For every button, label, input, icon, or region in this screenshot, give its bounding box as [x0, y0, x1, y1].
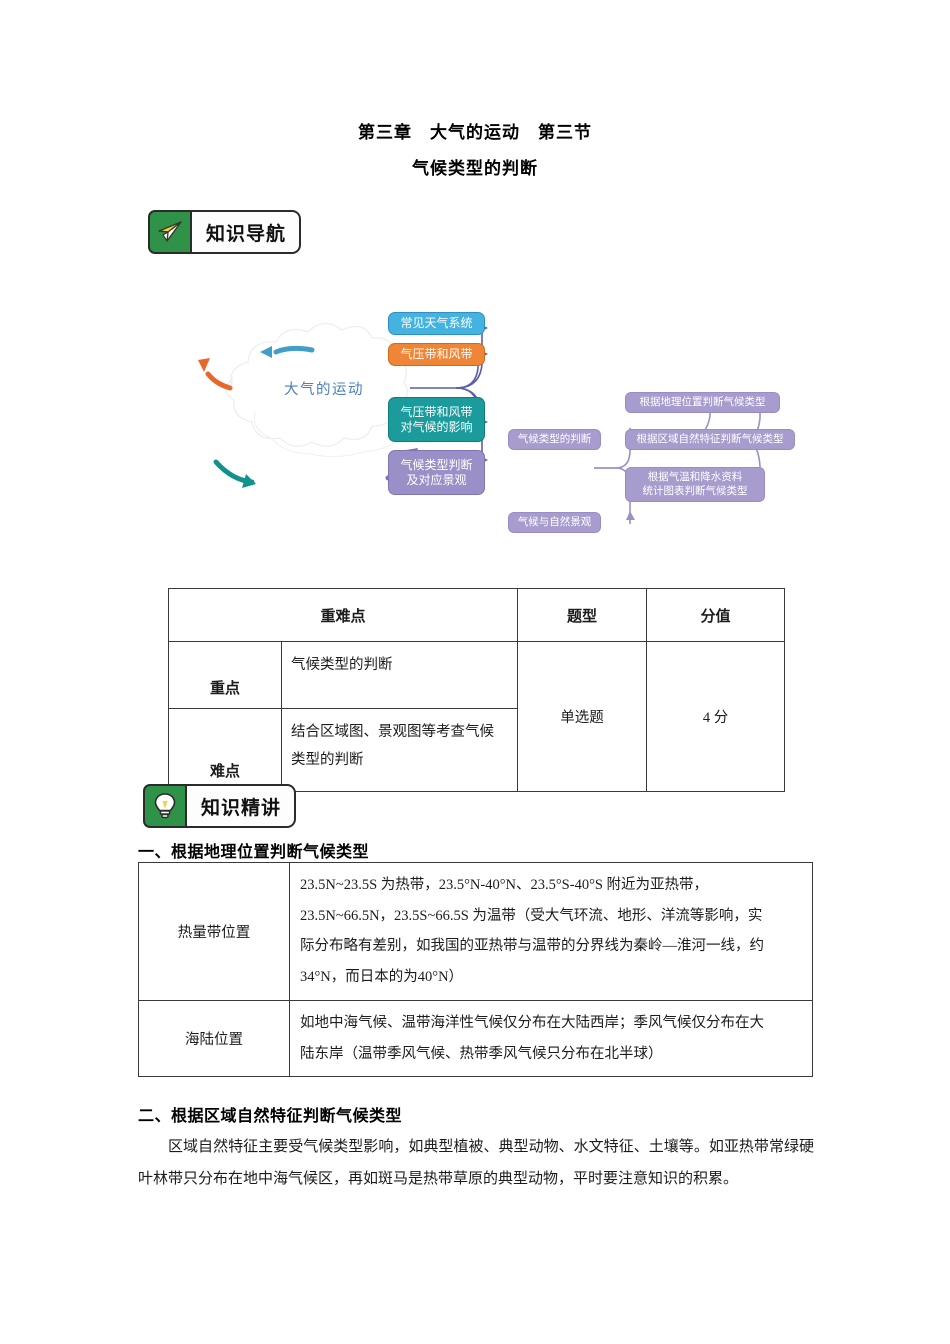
table-row: 重点 气候类型的判断 单选题 4 分: [168, 641, 785, 792]
title-line-1: 第三章 大气的运动 第三节: [358, 123, 592, 143]
cell-land-sea-position-content: 如地中海气候、温带海洋性气候仅分布在大陆西岸；季风气候仅分布在大 陆东岸（温带季…: [289, 999, 813, 1078]
lightbulb-icon: [143, 784, 187, 828]
mindmap-node-climate-and-nature-landscape: 气候与自然景观: [508, 512, 601, 533]
mindmap-node-judge-by-temperature-precipitation-charts: 根据气温和降水资料 统计图表判断气候类型: [625, 467, 765, 502]
row-label-difficult-point: 难点: [168, 708, 282, 792]
mindmap-node-pressure-wind-belts: 气压带和风带: [388, 343, 485, 366]
overview-table: 重难点 题型 分值 重点 气候类型的判断 单选题 4 分 难点 结合区域图、景观…: [168, 588, 785, 792]
mindmap-node-climate-type-judgement-landscape: 气候类型判断 及对应景观: [388, 450, 485, 495]
paper-plane-icon: [148, 210, 192, 254]
cell-score: 4 分: [646, 641, 785, 792]
cell-difficult-point-content: 结合区域图、景观图等考查气候类型的判断: [281, 708, 518, 792]
header-score: 分值: [646, 588, 785, 642]
mindmap-node-judge-by-regional-features: 根据区域自然特征判断气候类型: [625, 429, 795, 450]
badge-nav-label: 知识导航: [192, 210, 302, 254]
header-question-type: 题型: [517, 588, 647, 642]
badge-knowledge-lecture: 知识精讲: [143, 784, 297, 828]
cell-key-point-content: 气候类型的判断: [281, 641, 518, 709]
mindmap-node-pressure-wind-climate-effect: 气压带和风带 对气候的影响: [388, 397, 485, 442]
title-line-2: 气候类型的判断: [412, 159, 538, 179]
row-label-heat-zone-position: 热量带位置: [138, 862, 290, 1001]
section-one-table: 热量带位置 23.5N~23.5S 为热带，23.5°N-40°N、23.5°S…: [138, 862, 813, 1078]
row-label-land-sea-position: 海陆位置: [138, 999, 290, 1078]
heading-section-one: 一、根据地理位置判断气候类型: [138, 842, 370, 861]
mindmap-node-climate-type-judgement: 气候类型的判断: [508, 429, 601, 450]
table-row: 海陆位置 如地中海气候、温带海洋性气候仅分布在大陆西岸；季风气候仅分布在大 陆东…: [138, 999, 813, 1078]
table-row: 热量带位置 23.5N~23.5S 为热带，23.5°N-40°N、23.5°S…: [138, 862, 813, 1001]
mindmap-node-weather-systems: 常见天气系统: [388, 312, 485, 335]
table-header-row: 重难点 题型 分值: [168, 588, 785, 642]
cell-question-type: 单选题: [517, 641, 647, 792]
cell-heat-zone-position-content: 23.5N~23.5S 为热带，23.5°N-40°N、23.5°S-40°S …: [289, 862, 813, 1001]
mindmap-node-judge-by-geographic-position: 根据地理位置判断气候类型: [625, 392, 780, 413]
table-row: 难点 结合区域图、景观图等考查气候类型的判断: [168, 708, 785, 792]
heading-section-two: 二、根据区域自然特征判断气候类型: [138, 1106, 403, 1125]
page-title: 第三章 大气的运动 第三节 气候类型的判断: [0, 118, 950, 179]
mindmap-center-label: 大气的运动: [284, 382, 364, 398]
mindmap-diagram: 大气的运动 常见天气系统 气压带和风带 气压带和风带 对气候的影响 气候类型判断…: [160, 292, 800, 557]
header-key-points: 重难点: [168, 588, 518, 642]
badge-knowledge-nav: 知识导航: [148, 210, 302, 254]
badge-lecture-label: 知识精讲: [187, 784, 297, 828]
row-label-key-point: 重点: [168, 641, 282, 709]
paragraph-section-two: 区域自然特征主要受气候类型影响，如典型植被、典型动物、水文特征、土壤等。如亚热带…: [138, 1139, 814, 1187]
